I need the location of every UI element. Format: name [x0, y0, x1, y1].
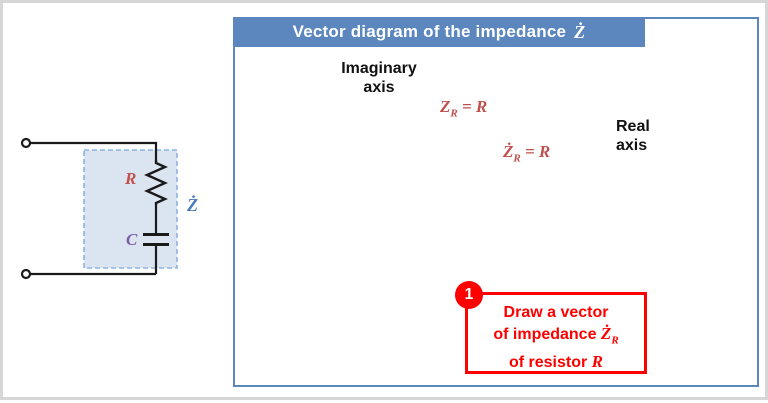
- circuit-schematic: [20, 137, 178, 280]
- imaginary-axis-label: Imaginary axis: [331, 59, 427, 97]
- callout-line2-symbol-main: Ż: [600, 324, 612, 343]
- real-axis-label: Real axis: [616, 117, 650, 155]
- panel-title: Vector diagram of the impedance: [292, 22, 567, 41]
- step-callout-box: Draw a vector of impedance ŻR of resisto…: [465, 292, 647, 374]
- brace-value-equals: = R: [457, 97, 488, 116]
- resistor-symbol: [144, 160, 168, 205]
- brace-value-symbol: Z: [440, 97, 451, 116]
- vector-value-label: ŻR = R: [503, 142, 550, 164]
- impedance-label: Ż: [187, 195, 198, 215]
- step-number-badge: 1: [455, 281, 483, 309]
- vector-diagram-panel: [233, 17, 759, 387]
- capacitor-label: C: [126, 230, 138, 249]
- callout-line3-symbol: R: [591, 352, 604, 372]
- vector-value-subscript: R: [513, 152, 521, 165]
- callout-line2: of impedance ŻR: [468, 323, 644, 351]
- resistor-label: R: [125, 169, 137, 188]
- callout-line3: of resistor R: [468, 351, 644, 373]
- panel-title-bar: Vector diagram of the impedance Ż: [233, 17, 645, 47]
- callout-line3-text: of resistor: [508, 354, 592, 372]
- imaginary-axis-label-line2: axis: [363, 79, 395, 96]
- callout-line1: Draw a vector: [503, 304, 609, 321]
- callout-line2-symbol-sub: R: [611, 334, 619, 347]
- real-axis-label-line1: Real: [616, 118, 650, 135]
- terminal-top-icon: [20, 137, 32, 149]
- vector-value-equals: = R: [520, 142, 551, 161]
- panel-title-symbol: Ż: [574, 21, 586, 42]
- real-axis-label-line2: axis: [616, 137, 648, 154]
- callout-line2-text: of impedance: [493, 326, 601, 343]
- wire-top: [30, 141, 158, 160]
- vector-value-symbol: Ż: [503, 142, 514, 161]
- imaginary-axis-label-line1: Imaginary: [341, 60, 417, 77]
- brace-value-subscript: R: [450, 107, 458, 120]
- brace-value-label: ZR = R: [440, 97, 487, 119]
- terminal-bottom-icon: [20, 268, 32, 280]
- callout-line2-symbol: ŻR: [600, 324, 619, 347]
